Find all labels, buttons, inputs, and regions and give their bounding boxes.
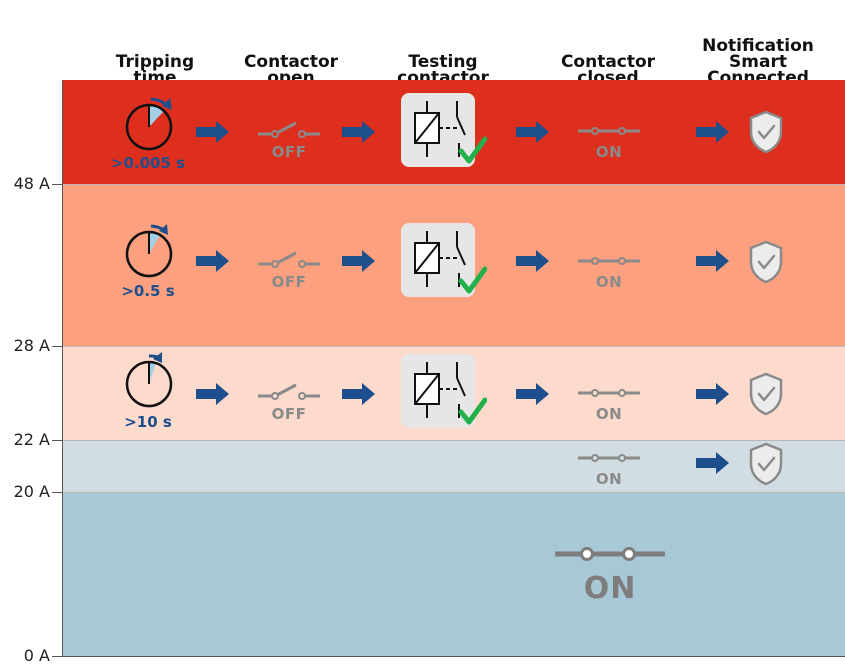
open-label: OFF: [271, 143, 307, 161]
arrow-icon: [696, 250, 729, 272]
x-axis-line: [62, 656, 845, 657]
band-separator: [62, 184, 845, 185]
arrow-icon: [196, 383, 229, 405]
y-tick-label: 20 A: [13, 482, 50, 501]
arrow-icon: [342, 383, 375, 405]
switch-closed-icon: [578, 454, 640, 462]
header-testing-contactor: Testing contactor: [397, 52, 489, 88]
closed-label: ON: [595, 143, 623, 161]
y-tick-0a: 0 A: [0, 646, 62, 666]
tripping-time-label: >10 s: [124, 413, 172, 431]
open-label: OFF: [271, 405, 307, 423]
band-0-20a: [62, 492, 845, 656]
switch-closed-icon: [555, 547, 665, 561]
header-tripping-time: Tripping time: [115, 52, 195, 88]
arrow-icon: [696, 121, 729, 143]
closed-label: ON: [583, 571, 637, 606]
arrow-icon: [196, 121, 229, 143]
switch-open-icon: [258, 121, 320, 138]
y-tick-label: 28 A: [13, 336, 50, 355]
y-tick-20a: 20 A: [0, 482, 62, 502]
arrow-icon: [342, 121, 375, 143]
y-axis: [62, 80, 63, 657]
switch-open-icon: [258, 383, 320, 400]
arrow-icon: [516, 121, 549, 143]
timer-icon: [125, 352, 173, 408]
header-contactor-open: Contactor open: [243, 52, 339, 88]
shield-check-icon: [749, 442, 783, 486]
arrow-icon: [516, 250, 549, 272]
tripping-time-label: >0.005 s: [110, 154, 186, 172]
relay-icon: [401, 223, 487, 297]
arrow-icon: [516, 383, 549, 405]
y-tick-22a: 22 A: [0, 430, 62, 450]
switch-closed-icon: [578, 389, 640, 397]
switch-open-icon: [258, 251, 320, 268]
relay-icon: [401, 354, 487, 428]
arrow-icon: [196, 250, 229, 272]
y-tick-label: 22 A: [13, 430, 50, 449]
tripping-time-label: >0.5 s: [121, 282, 175, 300]
switch-closed-icon: [578, 257, 640, 265]
y-tick-48a: 48 A: [0, 174, 62, 194]
timer-icon: [125, 97, 173, 151]
closed-label: ON: [595, 273, 623, 291]
switch-closed-icon: [578, 127, 640, 135]
relay-icon: [401, 93, 487, 167]
header-contactor-closed: Contactor closed: [560, 52, 656, 88]
shield-check-icon: [749, 240, 783, 284]
y-tick-label: 0 A: [23, 646, 50, 665]
y-tick-28a: 28 A: [0, 336, 62, 356]
shield-check-icon: [749, 372, 783, 416]
closed-label: ON: [595, 405, 623, 423]
arrow-icon: [696, 383, 729, 405]
closed-label: ON: [595, 470, 623, 488]
band-separator: [62, 346, 845, 347]
open-label: OFF: [271, 273, 307, 291]
arrow-icon: [696, 452, 729, 474]
arrow-icon: [342, 250, 375, 272]
timer-icon: [125, 224, 173, 278]
header-notification: Notification Smart Connected: [702, 36, 814, 88]
shield-check-icon: [749, 110, 783, 154]
band-separator: [62, 492, 845, 493]
y-tick-label: 48 A: [13, 174, 50, 193]
band-separator: [62, 440, 845, 441]
